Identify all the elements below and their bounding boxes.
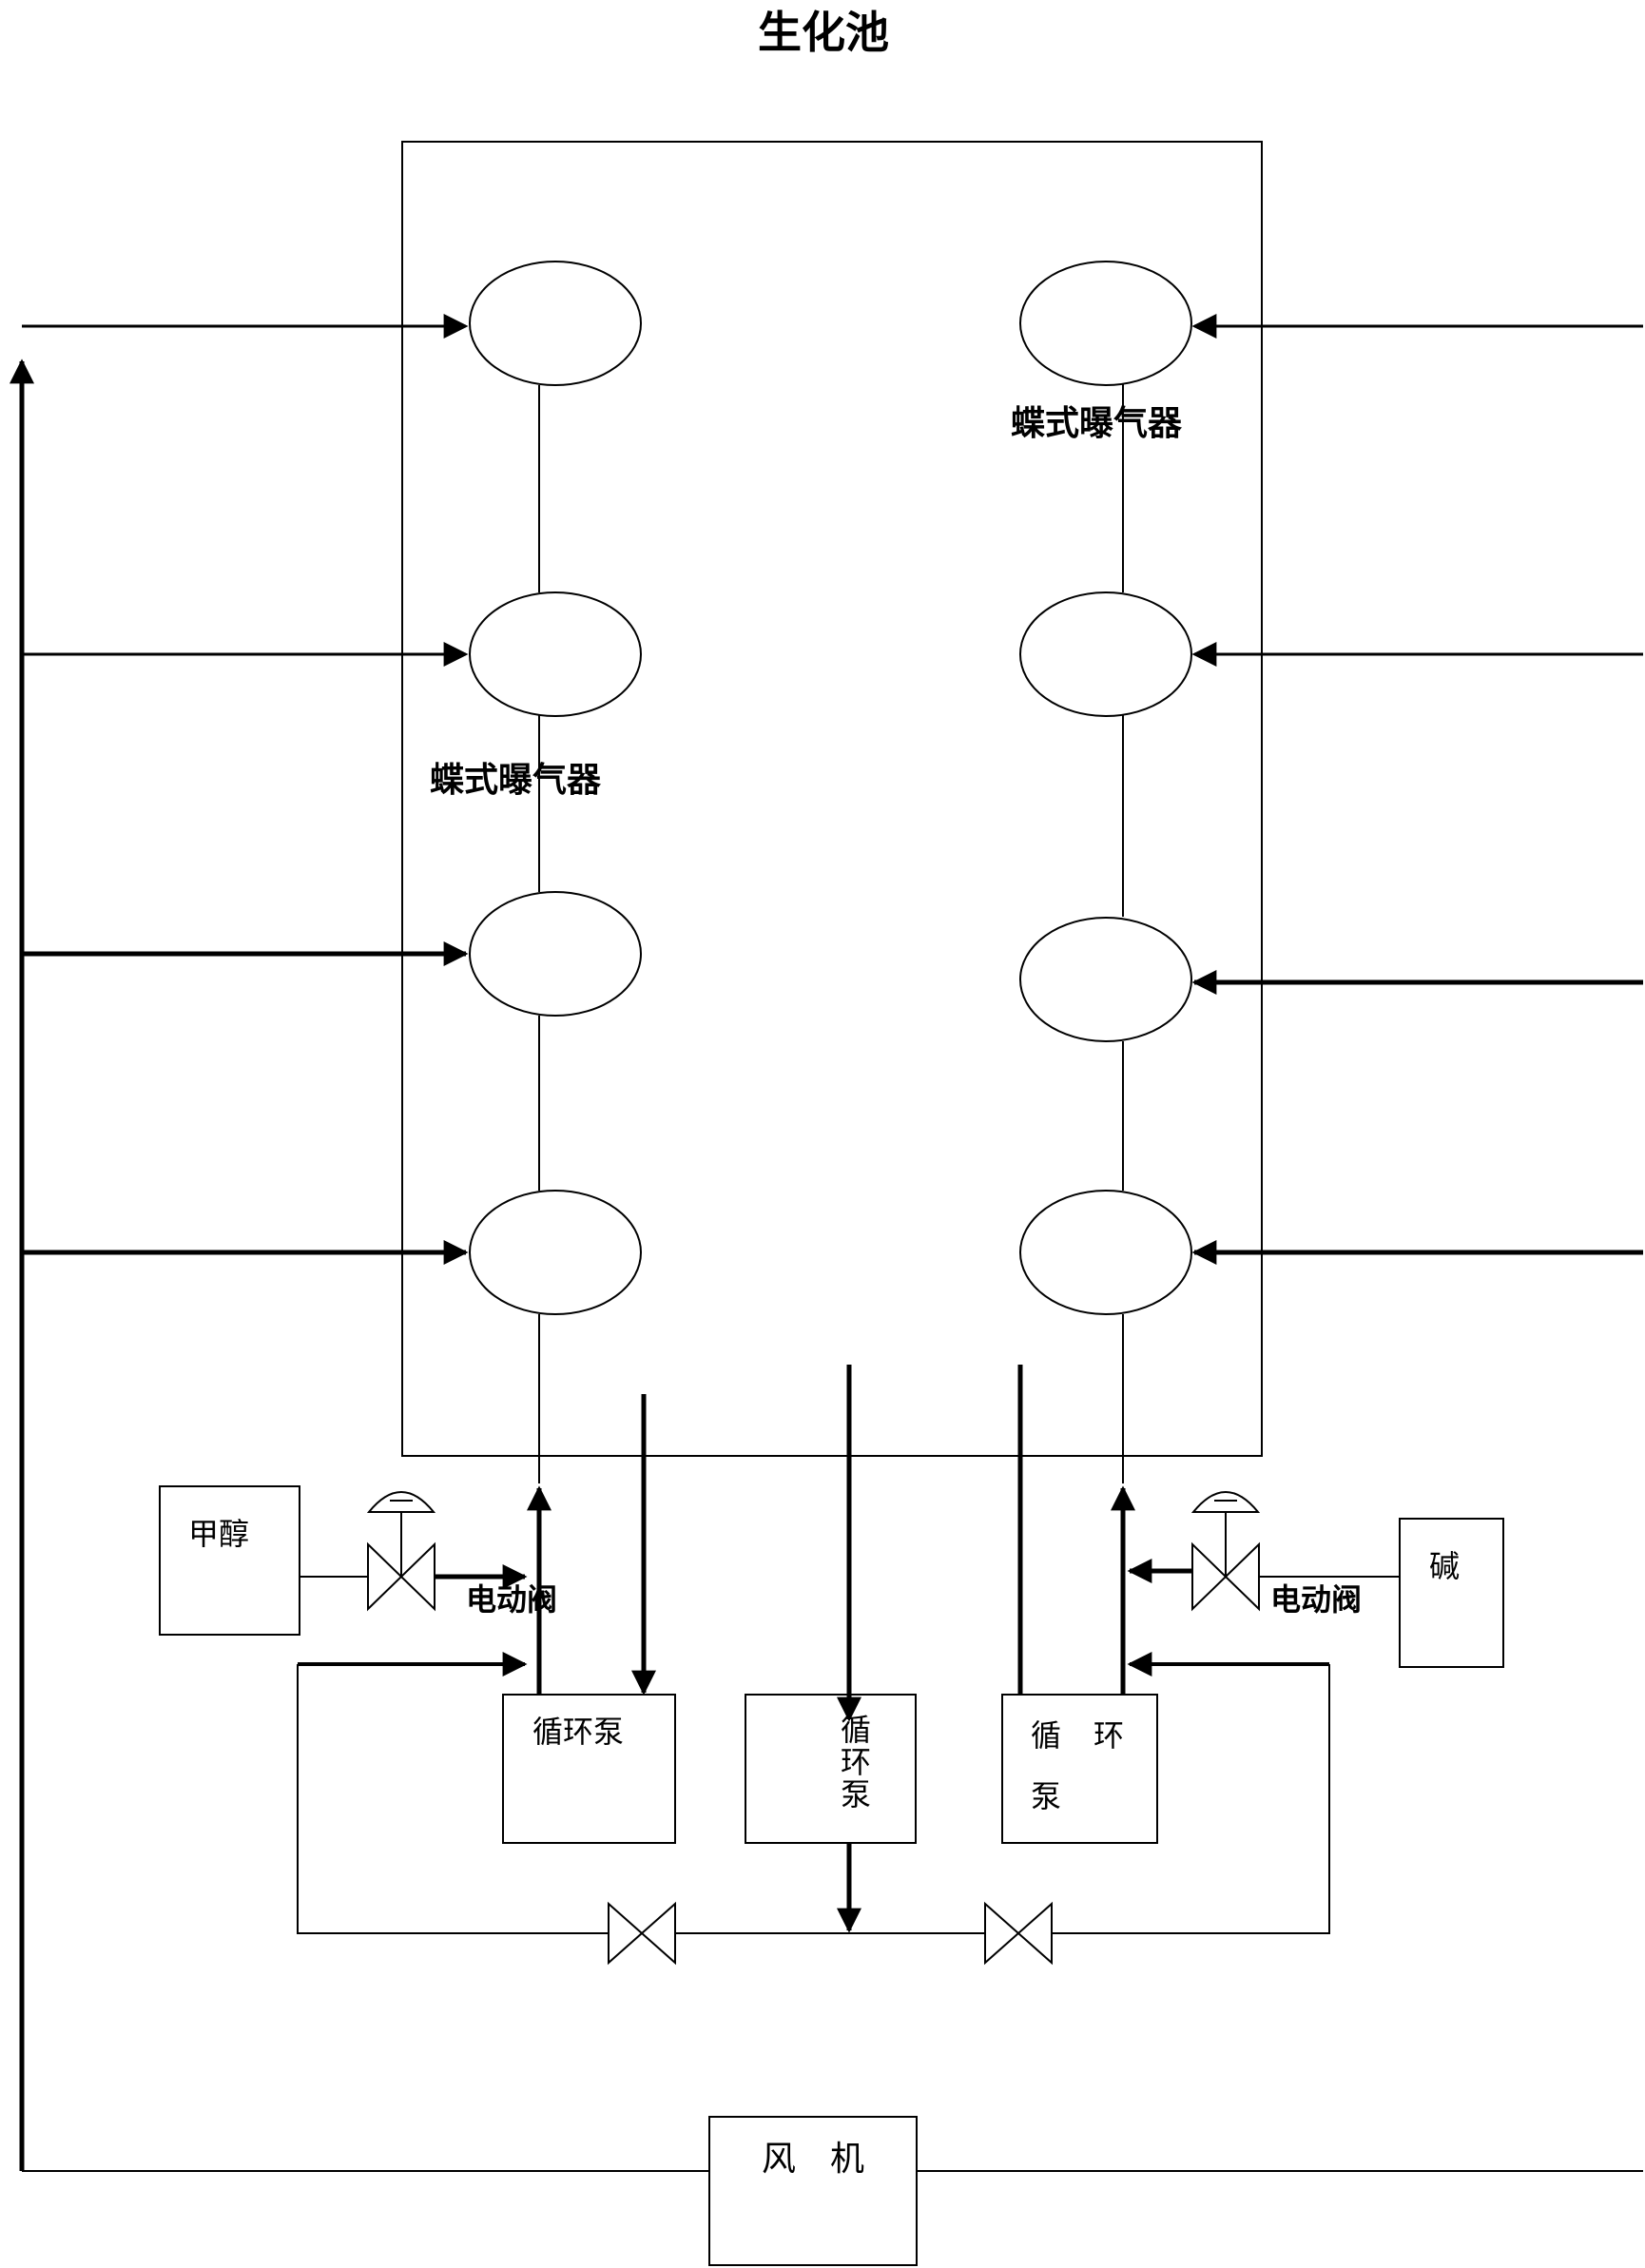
circulation-pump-left [502,1694,676,1844]
aerator-right-3 [1019,917,1192,1042]
svg-text:环: 环 [841,1744,871,1780]
svg-text:循: 循 [1031,1717,1061,1754]
methanol-label: 甲醇 [188,1516,249,1552]
pump-left-label: 循环泵 [532,1714,624,1750]
svg-text:泵: 泵 [1031,1778,1061,1814]
valve-left-label: 电动阀 [466,1581,557,1618]
aerator-label-right: 蝶式曝气器 [1011,404,1183,443]
circulation-pump-right [1001,1694,1158,1844]
biochemical-tank [401,141,1263,1457]
circulation-pump-center [745,1694,917,1844]
aerator-right-2 [1019,591,1192,717]
aerator-left-4 [469,1190,642,1315]
alkali-tank [1399,1518,1504,1668]
bypass-valve-right [984,1901,1053,1966]
aerator-right-4 [1019,1190,1192,1315]
diagram-title: 生化池 [758,7,889,58]
aerator-left-2 [469,591,642,717]
blower-label: 风 机 [762,2140,864,2179]
alkali-label: 碱 [1429,1548,1460,1584]
left-air-header [9,314,469,2171]
aerator-left-3 [469,891,642,1017]
bypass-valve-left [608,1901,676,1966]
aerator-left-1 [469,261,642,386]
bypass-loop [297,1664,1330,1934]
svg-text:泵: 泵 [841,1776,871,1812]
electric-valve-right-actuator [1190,1491,1261,1577]
blower-box [708,2116,918,2266]
aerator-right-1 [1019,261,1192,386]
svg-text:循: 循 [841,1712,871,1748]
methanol-tank [159,1485,300,1636]
valve-right-label: 电动阀 [1270,1581,1362,1618]
electric-valve-left-actuator [366,1491,436,1577]
pump-right-label: 循 环 泵 [1031,1717,1124,1814]
svg-text:环: 环 [1093,1717,1124,1754]
aerator-label-left: 蝶式曝气器 [430,761,602,800]
right-air-header [1191,314,1643,1265]
pump-center-label: 循 环 泵 [841,1712,871,1812]
